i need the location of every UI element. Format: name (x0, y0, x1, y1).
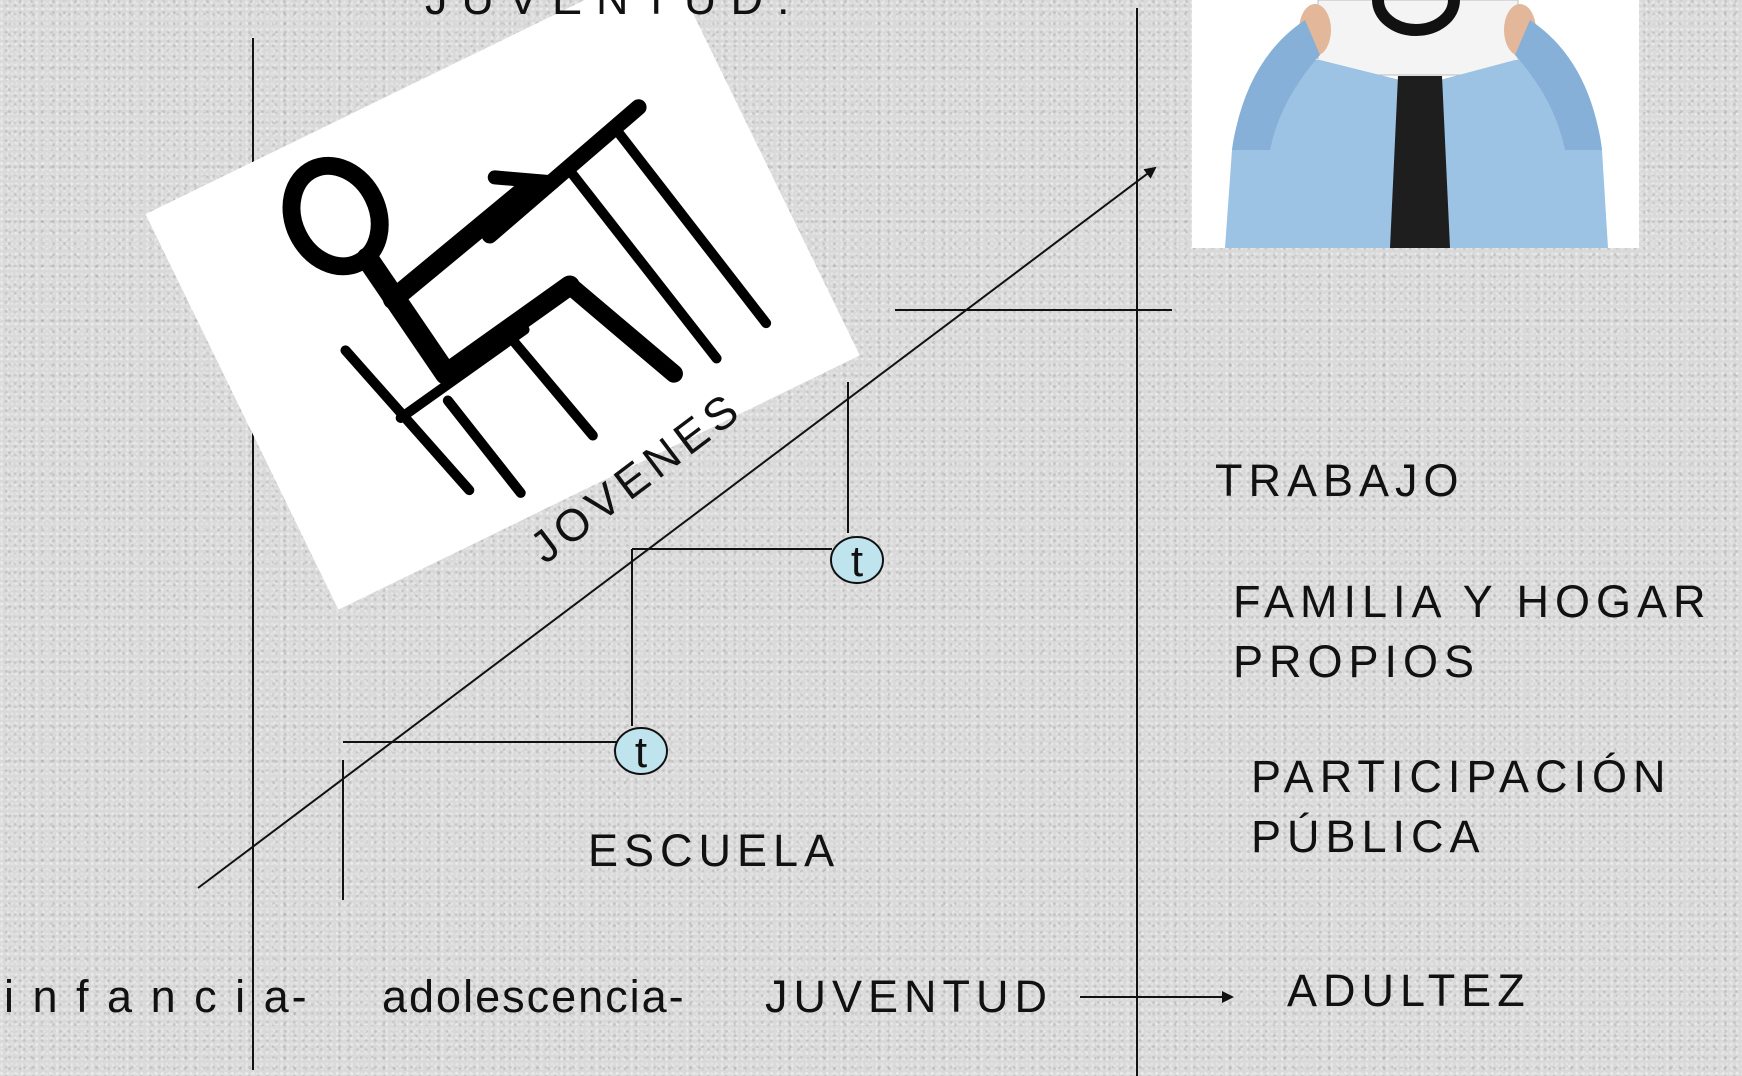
stage-infancy: i n f a n c i a- (4, 971, 310, 1022)
stage-adolescence: adolescencia- (382, 971, 686, 1022)
student-image (145, 0, 860, 610)
stage-youth: JUVENTUD (765, 971, 1054, 1022)
participation-label: PARTICIPACIÓN PÚBLICA (1251, 747, 1672, 868)
participation-label-line2: PÚBLICA (1251, 811, 1486, 863)
step-marker-lower-label: t (635, 728, 647, 777)
family-label-line2: PROPIOS (1233, 636, 1481, 688)
work-label: TRABAJO (1215, 455, 1465, 506)
family-label-line1: FAMILIA Y HOGAR (1233, 576, 1712, 627)
family-label: FAMILIA Y HOGAR PROPIOS (1233, 572, 1711, 693)
step-marker-upper-label: t (851, 537, 863, 586)
stage-adulthood: ADULTEZ (1287, 965, 1531, 1016)
adult-photo (1192, 0, 1639, 248)
school-label: ESCUELA (588, 825, 841, 876)
diagonal-progress-arrow (197, 166, 1157, 889)
header-title-partial: JUVENTUD: (425, 0, 804, 21)
step-marker-lower: t (614, 727, 668, 777)
step-marker-upper: t (830, 536, 884, 586)
participation-label-line1: PARTICIPACIÓN (1251, 751, 1672, 802)
